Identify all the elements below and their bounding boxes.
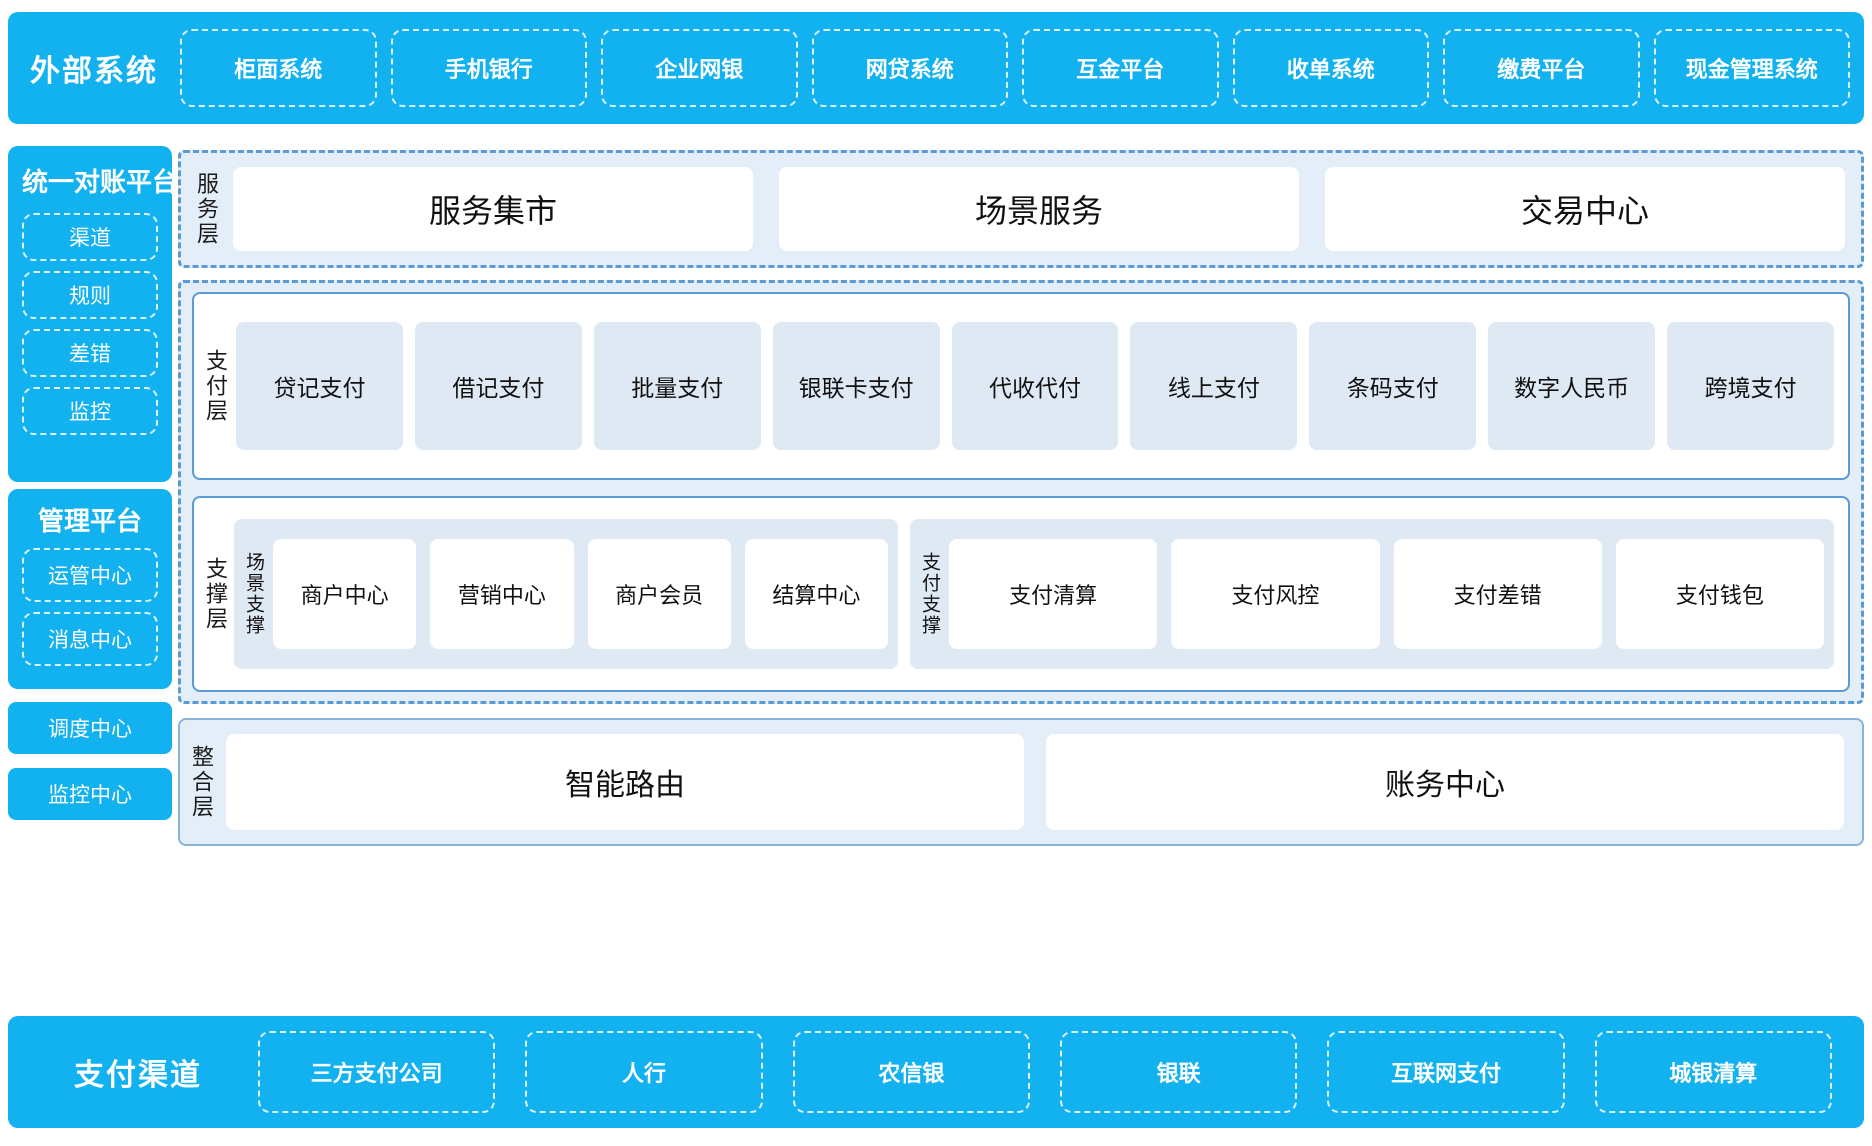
external-system-item[interactable]: 企业网银: [601, 29, 798, 107]
support-card-payment-clearing[interactable]: 支付清算: [949, 539, 1158, 649]
support-card-merchant-member[interactable]: 商户会员: [587, 539, 731, 649]
payment-layer-label: 支付层: [203, 348, 228, 424]
payment-support-cards: 支付清算 支付风控 支付差错 支付钱包: [949, 539, 1824, 649]
management-platform-list: 运管中心 消息中心: [22, 548, 158, 666]
service-layer-label: 服务层: [194, 171, 219, 247]
payment-channel-item[interactable]: 三方支付公司: [258, 1031, 496, 1113]
support-layer-groups: 场景支撑 商户中心 营销中心 商户会员 结算中心 支付支撑 支付清算 支付风控 …: [234, 519, 1834, 669]
external-system-item[interactable]: 收单系统: [1232, 29, 1429, 107]
payment-channel-bar: 支付渠道 三方支付公司 人行 农信银 银联 互联网支付 城银清算: [8, 1016, 1864, 1128]
payment-card-batch[interactable]: 批量支付: [593, 322, 761, 450]
support-layer-label: 支撑层: [203, 556, 228, 632]
payment-channel-list: 三方支付公司 人行 农信银 银联 互联网支付 城银清算: [258, 1031, 1832, 1113]
payment-card-online[interactable]: 线上支付: [1130, 322, 1298, 450]
external-system-item[interactable]: 手机银行: [390, 29, 587, 107]
reconciliation-item-channel[interactable]: 渠道: [22, 213, 158, 261]
payment-layer-cards: 贷记支付 借记支付 批量支付 银联卡支付 代收代付 线上支付 条码支付 数字人民…: [236, 322, 1835, 450]
support-card-payment-riskcontrol[interactable]: 支付风控: [1171, 539, 1380, 649]
integration-card-accounting-center[interactable]: 账务中心: [1046, 734, 1844, 830]
payment-channel-item[interactable]: 城银清算: [1594, 1031, 1832, 1113]
monitoring-center-chip[interactable]: 监控中心: [8, 768, 172, 820]
support-layer-box: 支撑层 场景支撑 商户中心 营销中心 商户会员 结算中心 支付支撑 支付清算: [192, 496, 1850, 692]
service-card-transaction-center[interactable]: 交易中心: [1325, 167, 1845, 251]
service-card-marketplace[interactable]: 服务集市: [233, 167, 753, 251]
payment-support-label: 支付支撑: [919, 552, 940, 636]
payment-channel-item[interactable]: 人行: [525, 1031, 763, 1113]
management-platform-panel: 管理平台 运管中心 消息中心: [8, 489, 172, 689]
external-system-item[interactable]: 缴费平台: [1443, 29, 1640, 107]
payment-card-collection-payment[interactable]: 代收代付: [951, 322, 1119, 450]
support-card-payment-wallet[interactable]: 支付钱包: [1615, 539, 1824, 649]
management-platform-title: 管理平台: [37, 506, 142, 536]
service-layer-cards: 服务集市 场景服务 交易中心: [233, 167, 1845, 251]
external-system-item[interactable]: 网贷系统: [811, 29, 1008, 107]
payment-channel-item[interactable]: 农信银: [792, 1031, 1030, 1113]
scenario-support-cards: 商户中心 营销中心 商户会员 结算中心: [273, 539, 888, 649]
payment-channel-title: 支付渠道: [74, 1059, 202, 1092]
payment-card-debit[interactable]: 借记支付: [414, 322, 582, 450]
external-systems-bar: 外部系统 柜面系统 手机银行 企业网银 网贷系统 互金平台 收单系统 缴费平台 …: [8, 12, 1864, 124]
payment-support-subgroup: 支付支撑 支付清算 支付风控 支付差错 支付钱包: [910, 519, 1834, 669]
service-layer-row: 服务层 服务集市 场景服务 交易中心: [181, 153, 1861, 265]
reconciliation-item-monitor[interactable]: 监控: [22, 387, 158, 435]
external-system-item[interactable]: 柜面系统: [180, 29, 377, 107]
reconciliation-platform-list: 渠道 规则 差错 监控: [22, 213, 158, 435]
support-card-payment-error[interactable]: 支付差错: [1393, 539, 1602, 649]
payment-card-digital-rmb[interactable]: 数字人民币: [1488, 322, 1656, 450]
integration-layer-box: 整合层 智能路由 账务中心: [178, 718, 1864, 846]
external-systems-title: 外部系统: [30, 55, 158, 88]
reconciliation-platform-panel: 统一对账平台 渠道 规则 差错 监控: [8, 146, 179, 482]
payment-card-credit[interactable]: 贷记支付: [236, 322, 403, 450]
management-item-operations-center[interactable]: 运管中心: [22, 548, 158, 602]
scheduling-center-chip[interactable]: 调度中心: [8, 702, 172, 754]
reconciliation-item-rule[interactable]: 规则: [22, 271, 158, 319]
payment-channel-item[interactable]: 银联: [1059, 1031, 1298, 1113]
external-system-item[interactable]: 互金平台: [1022, 29, 1219, 107]
payment-layer-box: 支付层 贷记支付 借记支付 批量支付 银联卡支付 代收代付 线上支付 条码支付 …: [192, 292, 1850, 480]
service-layer-group: 服务层 服务集市 场景服务 交易中心: [178, 150, 1864, 268]
payment-card-barcode[interactable]: 条码支付: [1309, 322, 1477, 450]
service-card-scenario[interactable]: 场景服务: [779, 167, 1299, 251]
platform-main-area: 服务层 服务集市 场景服务 交易中心 支付层 贷记支付 借记支付 批量支付 银联…: [178, 140, 1864, 1000]
support-card-marketing-center[interactable]: 营销中心: [430, 539, 574, 649]
management-item-message-center[interactable]: 消息中心: [22, 612, 158, 666]
integration-layer-label: 整合层: [189, 744, 214, 820]
external-systems-list: 柜面系统 手机银行 企业网银 网贷系统 互金平台 收单系统 缴费平台 现金管理系…: [180, 29, 1850, 107]
payment-card-unionpay[interactable]: 银联卡支付: [772, 322, 940, 450]
external-system-item[interactable]: 现金管理系统: [1653, 29, 1850, 107]
scenario-support-group: 场景支撑 商户中心 营销中心 商户会员 结算中心: [234, 519, 898, 669]
reconciliation-platform-title: 统一对账平台: [22, 167, 179, 197]
support-card-settlement-center[interactable]: 结算中心: [744, 539, 888, 649]
reconciliation-item-error[interactable]: 差错: [22, 329, 158, 377]
support-card-merchant-center[interactable]: 商户中心: [273, 539, 417, 649]
integration-card-smart-routing[interactable]: 智能路由: [226, 734, 1024, 830]
scenario-support-label: 场景支撑: [243, 552, 264, 636]
integration-layer-cards: 智能路由 账务中心: [226, 734, 1844, 830]
payment-card-cross-border[interactable]: 跨境支付: [1667, 322, 1835, 450]
payment-channel-item[interactable]: 互联网支付: [1327, 1031, 1565, 1113]
